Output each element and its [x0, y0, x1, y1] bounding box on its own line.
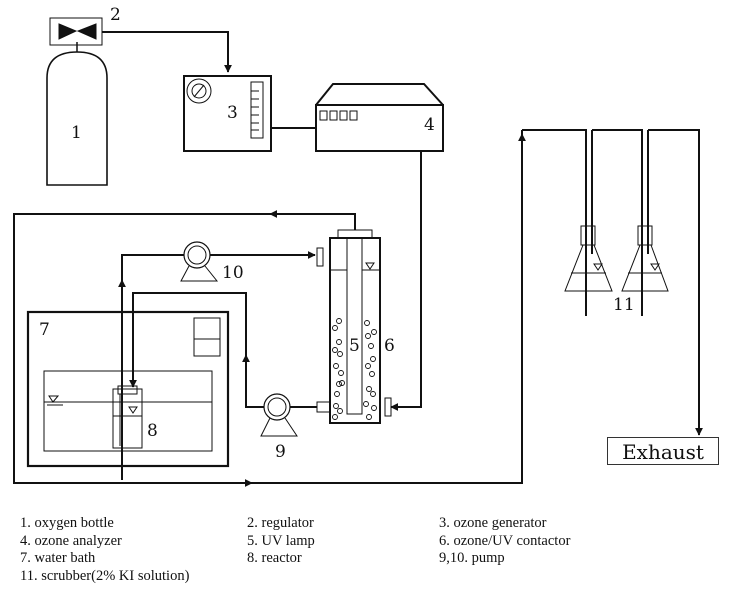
- ozone-analyzer: [315, 83, 444, 152]
- legend-item: 11. scrubber(2% KI solution): [20, 567, 190, 584]
- legend-item: 7. water bath: [20, 550, 96, 566]
- legend-item: 1. oxygen bottle: [20, 515, 114, 531]
- label-uv-lamp: 5: [349, 336, 360, 356]
- diagram-labels: 1 2 3 4 5 6 7 8 9 10 11: [39, 5, 635, 462]
- label-water-bath: 7: [39, 320, 50, 340]
- legend-item: 8. reactor: [247, 550, 302, 566]
- legend-row: 11. scrubber(2% KI solution): [20, 568, 720, 586]
- legend-item: 9,10. pump: [439, 550, 505, 566]
- legend-row: 4. ozone analyzer 5. UV lamp 6. ozone/UV…: [20, 533, 720, 551]
- label-pump-9: 9: [275, 442, 286, 462]
- label-reactor: 8: [147, 421, 158, 441]
- label-regulator: 2: [110, 5, 121, 25]
- label-ozone-generator: 3: [227, 103, 238, 123]
- reactor: [112, 385, 143, 449]
- regulator: [49, 17, 103, 46]
- label-pump-10: 10: [222, 263, 244, 283]
- scrubber-flasks: [564, 225, 669, 292]
- label-oxygen-bottle: 1: [71, 123, 82, 143]
- legend-item: 6. ozone/UV contactor: [439, 532, 571, 549]
- legend: 1. oxygen bottle 2. regulator 3. ozone g…: [20, 515, 720, 585]
- legend-row: 7. water bath 8. reactor 9,10. pump: [20, 550, 720, 568]
- legend-item: 3. ozone generator: [439, 515, 547, 531]
- pump-9: [260, 393, 298, 437]
- ozone-uv-contactor: [316, 229, 392, 424]
- exhaust-box: Exhaust: [607, 437, 719, 465]
- label-scrubber: 11: [613, 295, 635, 315]
- label-contactor: 6: [384, 336, 395, 356]
- oxygen-bottle: [46, 42, 108, 186]
- label-ozone-analyzer: 4: [424, 115, 435, 135]
- pump-10: [180, 241, 219, 282]
- legend-item: 5. UV lamp: [247, 532, 315, 549]
- ozone-generator: [183, 75, 272, 152]
- legend-item: 4. ozone analyzer: [20, 532, 122, 549]
- water-bath: [26, 310, 230, 468]
- legend-item: 2. regulator: [247, 515, 314, 531]
- legend-row: 1. oxygen bottle 2. regulator 3. ozone g…: [20, 515, 720, 533]
